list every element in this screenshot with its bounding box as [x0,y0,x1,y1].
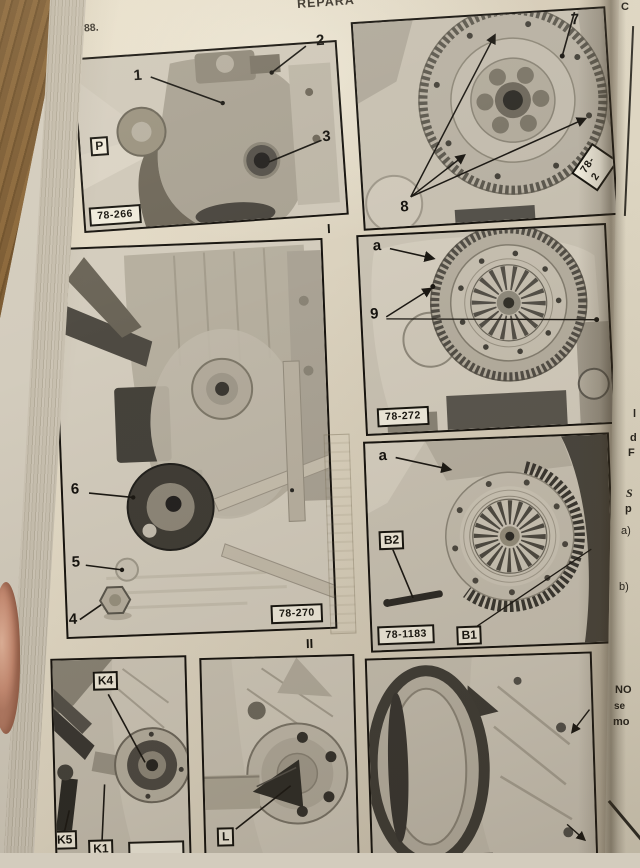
figure-engine-side-photo: 6 5 4 78-270 [51,237,338,640]
edge-fragment: NO [615,684,632,696]
figure-bell-housing-photo [364,651,599,853]
callout-number-5: 5 [71,553,81,571]
flywheel-art [352,8,617,229]
part-label-a: a [372,237,382,255]
figure-caption: 78-270 [270,603,324,625]
crank-guide-art [201,656,358,853]
part-label-k5: K5 [51,830,78,850]
next-page-frame-line [623,26,635,216]
part-label-b2: B2 [378,530,405,551]
edge-fragment: S [626,486,633,500]
callout-number-2: 2 [315,31,325,50]
edge-fragment: d [630,432,637,444]
roman-numeral-i: I [326,220,332,237]
clutch-mounted-art [358,225,614,434]
callout-number-3: 3 [321,127,332,146]
figure-caption: 78-1183 [377,624,436,646]
callout-number-9: 9 [369,305,379,323]
figure-flywheel-photo: 7 8 78-2 [350,6,619,231]
next-page-photo-corner-line [607,800,640,847]
figure-caption: 78-266 [88,204,142,227]
part-label-p: P [89,136,110,157]
edge-fragment: se [614,701,626,712]
edge-fragment: b) [619,581,629,593]
part-label-l: L [216,827,235,847]
part-label-a: a [378,446,388,465]
figure-clutch-on-flywheel-photo: a 9 78-272 [356,223,616,436]
callout-number-7: 7 [570,10,580,29]
callout-number-8: 8 [399,197,410,216]
edge-fragment: a) [621,525,631,537]
callout-number-1: 1 [132,66,143,85]
edge-fragment: C [621,1,629,13]
clutch-tools-art [365,434,615,651]
engine-front-art [74,42,347,231]
engine-side-art [53,240,336,637]
crank-puller-art [52,657,190,853]
figure-clutch-alignment-photo: a B2 B1 78-1183 [363,432,617,653]
edge-fragment: F [628,447,635,459]
part-label-k4: K4 [92,671,119,691]
figure-crank-guide-photo: L [199,654,360,853]
figure-caption: 78-2 [571,142,619,192]
bell-housing-art [366,653,597,853]
edge-fragment: p [625,503,632,515]
page-header: REPARA [296,0,356,12]
holding-thumb [0,582,20,734]
roman-numeral-ii: II [305,635,314,652]
page-number: 88. [83,21,100,35]
figure-crank-puller-photo: K4 K5 K1 [50,655,192,853]
part-label-b1: B1 [456,625,483,646]
edge-fragment: l [633,408,637,420]
part-label-k1: K1 [88,839,114,853]
callout-number-4: 4 [68,610,78,628]
callout-number-6: 6 [70,480,80,498]
print-through-ghosting [323,433,357,635]
figure-caption: 78-272 [376,405,430,428]
edge-fragment: mo [613,716,630,728]
figure-engine-front-photo: 1 3 P 78-266 [72,39,349,234]
